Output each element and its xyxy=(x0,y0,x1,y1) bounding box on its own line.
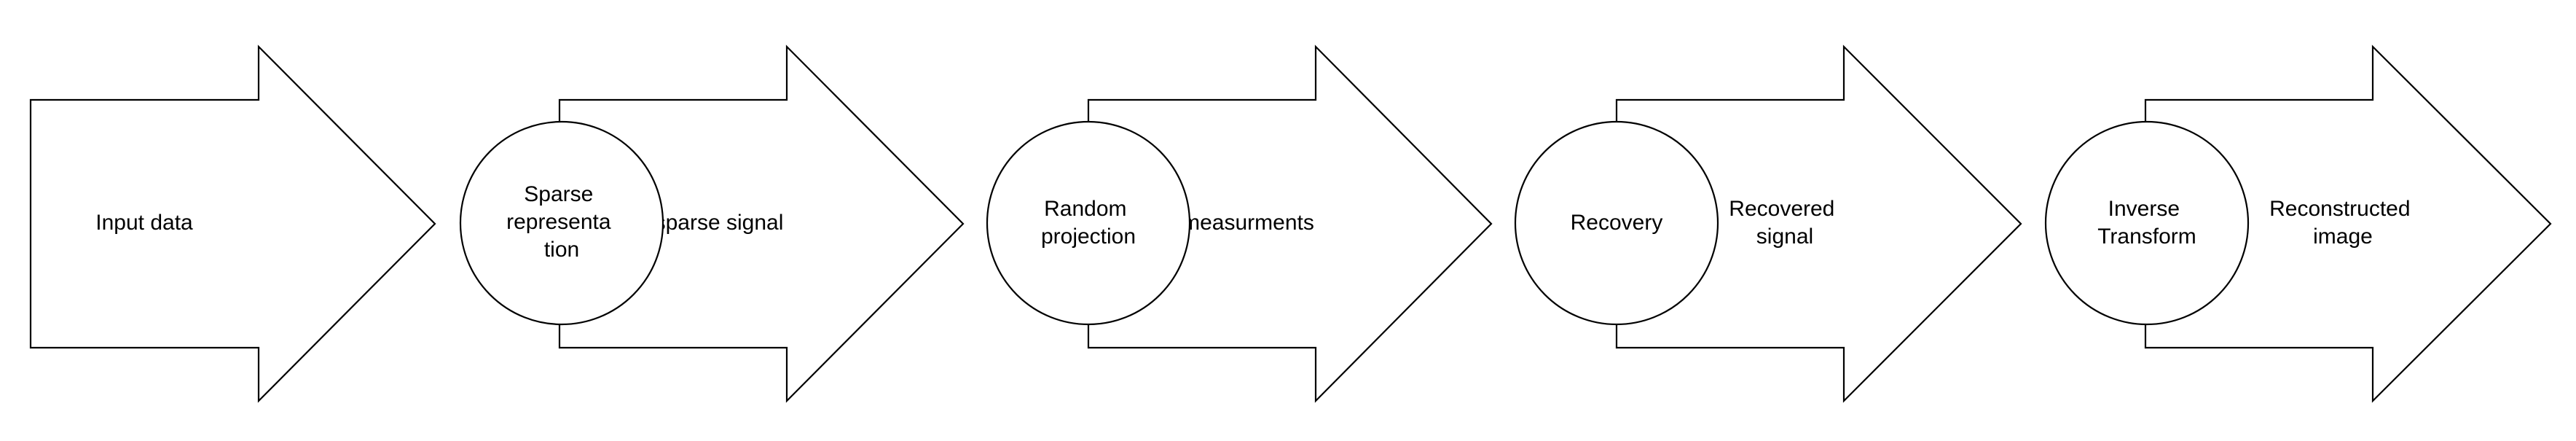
arrow-label-3-line-1: measurments xyxy=(1182,211,1314,235)
arrow-label-1: Input data xyxy=(95,211,193,235)
arrow-label-5-line-2: image xyxy=(2313,225,2373,249)
node-label-5-line-1: Inverse xyxy=(2108,197,2180,221)
node-circle-5[interactable] xyxy=(2044,120,2250,326)
arrow-shape-1[interactable] xyxy=(29,44,436,403)
arrow-label-1-line-1: Input data xyxy=(95,211,193,235)
node-circle-3[interactable] xyxy=(986,120,1191,326)
arrow-shape-5[interactable] xyxy=(2144,44,2552,403)
arrow-label-4-line-2: signal xyxy=(1756,225,1813,249)
arrow-label-4: Recovered signal xyxy=(1729,197,1840,249)
node-label-2-line-3: tion xyxy=(544,238,579,262)
arrow-shape-4[interactable] xyxy=(1615,44,2022,403)
node-circle-2[interactable] xyxy=(459,120,664,326)
arrow-label-3: measurments xyxy=(1182,211,1314,235)
node-label-5: Inverse Transform xyxy=(2097,197,2196,249)
node-label-4-line-1: Recovery xyxy=(1571,211,1663,235)
arrow-label-2-line-1: sparse signal xyxy=(655,211,784,235)
node-label-4: Recovery xyxy=(1571,211,1663,235)
node-label-2: Sparse representa tion xyxy=(506,182,617,262)
node-label-3-line-1: Random xyxy=(1044,197,1126,221)
stage-1-group: Input data xyxy=(29,44,436,403)
arrow-shape-2[interactable] xyxy=(558,44,965,403)
node-label-3-line-2: projection xyxy=(1041,225,1136,249)
stage-2-group: sparse signal Sparse representa tion xyxy=(459,44,965,403)
node-label-2-line-1: Sparse xyxy=(524,182,593,206)
node-label-5-line-2: Transform xyxy=(2097,225,2196,249)
node-label-2-line-2: representa xyxy=(506,210,611,234)
stage-4-group: Recovered signal Recovery xyxy=(1514,44,2022,403)
arrow-label-5-line-1: Reconstructed xyxy=(2269,197,2410,221)
node-label-3: Random projection xyxy=(1041,197,1136,249)
arrow-label-5: Reconstructed image xyxy=(2269,197,2416,249)
arrow-label-2: sparse signal xyxy=(655,211,784,235)
stage-5-group: Reconstructed image Inverse Transform xyxy=(2044,44,2552,403)
node-circle-4[interactable] xyxy=(1514,120,1719,326)
stage-3-group: measurments Random projection xyxy=(986,44,1493,403)
arrow-label-4-line-1: Recovered xyxy=(1729,197,1834,221)
arrow-shape-3[interactable] xyxy=(1087,44,1493,403)
